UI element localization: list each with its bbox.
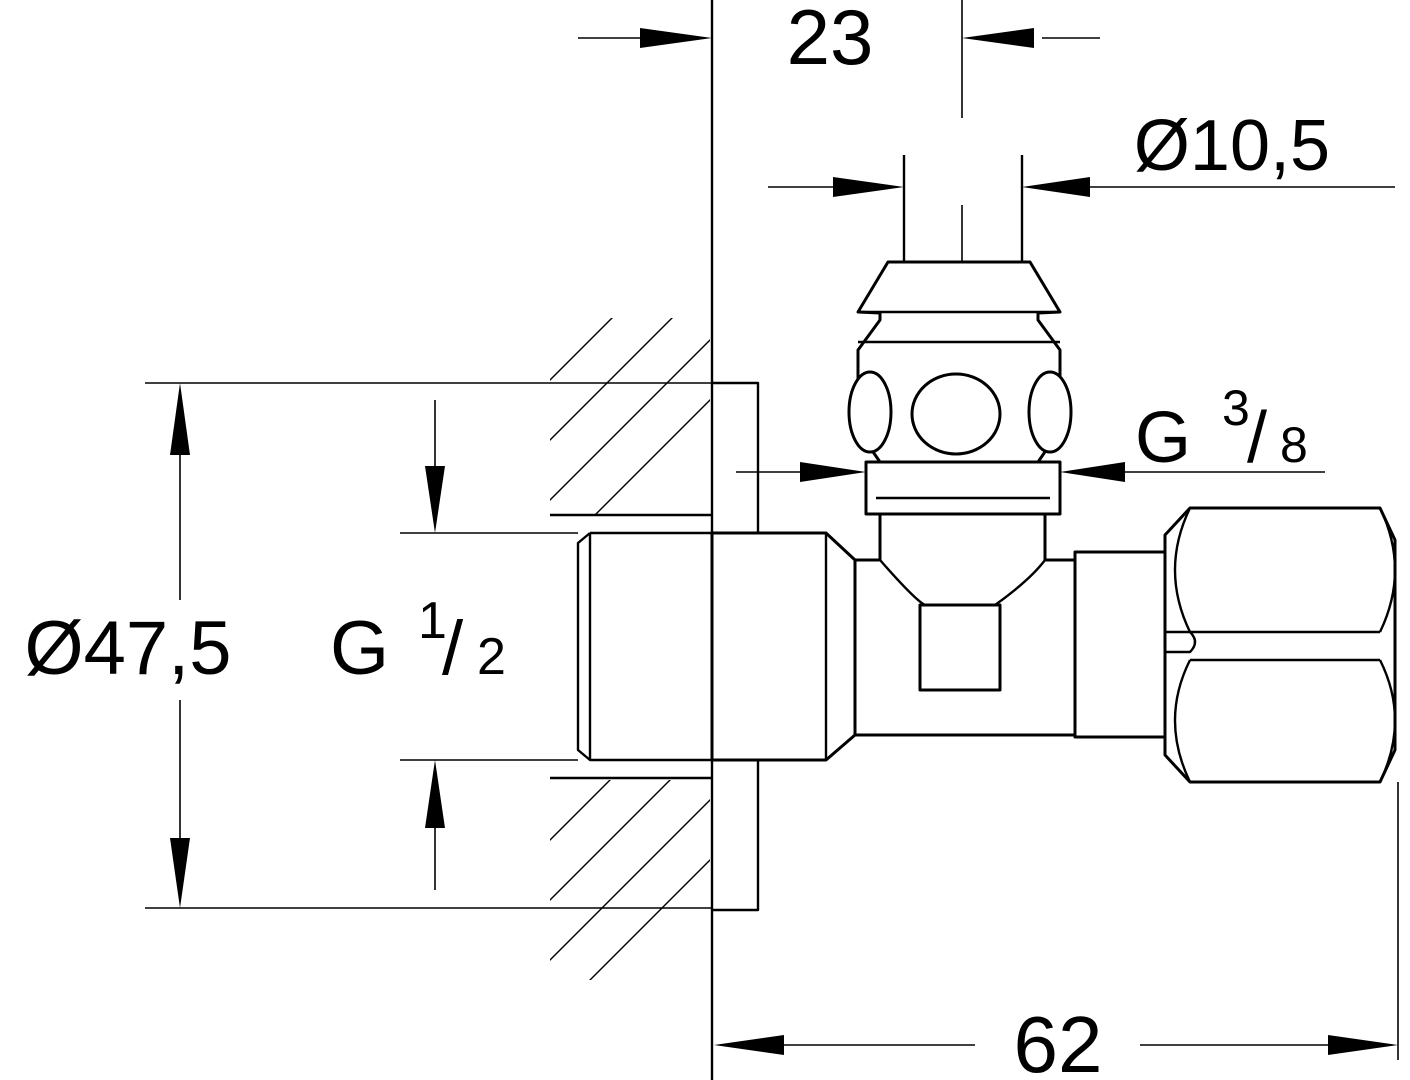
dimension-rosette-diameter: Ø47,5 [24, 383, 232, 908]
hex-nut-outlet [1163, 506, 1397, 784]
dimension-total-length: 62 [714, 1000, 1398, 1080]
dimension-label-rosette-diameter: Ø47,5 [24, 606, 231, 691]
dimension-label-inlet-thread-slash: / [442, 606, 464, 691]
dimension-outlet-thread: G 3 / 8 [736, 380, 1325, 482]
dimension-label-outlet-thread-numerator: 3 [1222, 380, 1250, 436]
wall-hatch-lower [550, 780, 710, 980]
wall-hatch-upper [550, 318, 710, 514]
dimension-wall-offset: 23 [578, 0, 1100, 81]
dimension-label-outlet-diameter: Ø10,5 [1134, 106, 1330, 186]
dimension-label-wall-offset: 23 [787, 0, 874, 81]
dimension-label-inlet-thread-main: G [330, 606, 389, 691]
dimension-label-outlet-thread-slash: / [1247, 398, 1267, 478]
dimension-label-outlet-thread-main: G [1135, 398, 1191, 478]
dimension-label-total-length: 62 [1014, 1000, 1103, 1080]
valve-body [853, 508, 1167, 739]
dimension-label-inlet-thread-numerator: 1 [418, 592, 447, 650]
dimension-label-inlet-thread-denominator: 2 [477, 628, 506, 686]
valve-handle-cap [847, 260, 1073, 516]
dimension-outlet-diameter: Ø10,5 [768, 106, 1395, 197]
wall-hatching [550, 318, 712, 980]
dimension-inlet-thread: G 1 / 2 [330, 400, 506, 890]
inlet-thread-stub [576, 531, 857, 762]
dimension-label-outlet-thread-denominator: 8 [1280, 417, 1308, 473]
extension-lines [145, 0, 1399, 1060]
